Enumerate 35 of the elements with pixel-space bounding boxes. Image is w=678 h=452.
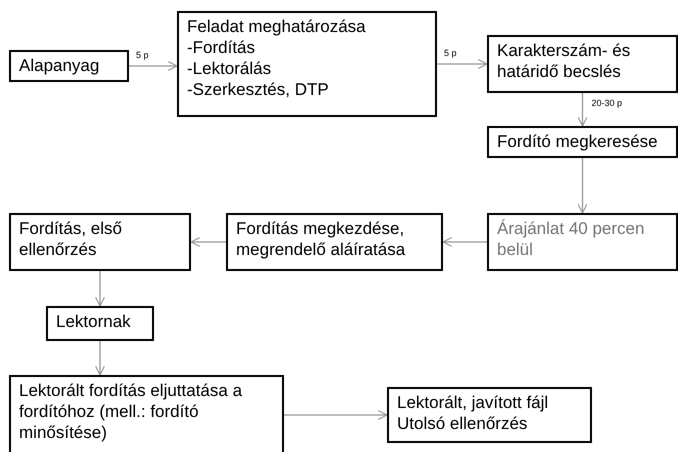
process-box xyxy=(9,375,284,452)
step-text: -Lektorálás xyxy=(187,58,272,79)
process-box xyxy=(487,35,678,93)
step-text: -Fordítás xyxy=(187,37,256,58)
step-text: Fordítás, első ellenőrzés xyxy=(19,218,123,260)
step-text: Lektorált, javított fájl Utolsó ellenőrzés xyxy=(397,392,550,434)
edge-label: 5 p xyxy=(135,50,150,61)
step-text: Lektorált fordítás eljuttatása a fordítóhoz (mell.: fordító minősítése) xyxy=(19,380,244,443)
step-text: Feladat meghatározása xyxy=(187,16,367,37)
arrow xyxy=(284,410,388,420)
edge-label: 5 p xyxy=(443,48,458,59)
step-text: Fordítás megkezdése, megrendelő aláíratása xyxy=(236,218,406,260)
arrow xyxy=(577,93,588,127)
arrow xyxy=(129,60,178,72)
process-box xyxy=(46,306,154,341)
process-box xyxy=(177,11,437,117)
arrow xyxy=(577,158,588,214)
arrow xyxy=(190,236,226,248)
step-text: -Szerkesztés, DTP xyxy=(187,79,330,100)
process-box xyxy=(226,213,443,271)
arrow xyxy=(442,236,487,248)
process-box xyxy=(9,213,191,271)
arrow xyxy=(94,341,106,376)
process-box xyxy=(487,126,678,158)
arrow xyxy=(94,271,106,307)
step-text: Árajánlat 40 percen belül xyxy=(497,218,646,260)
edge-label: 20-30 p xyxy=(590,98,624,109)
arrow xyxy=(437,58,488,70)
process-box xyxy=(487,213,678,271)
step-text: Karakterszám- és határidő becslés xyxy=(497,40,632,82)
process-box xyxy=(387,387,592,443)
step-text: Fordító megkeresése xyxy=(497,131,659,152)
step-text: Alapanyag xyxy=(19,55,100,76)
process-box xyxy=(9,50,129,82)
step-text: Lektornak xyxy=(56,311,132,332)
